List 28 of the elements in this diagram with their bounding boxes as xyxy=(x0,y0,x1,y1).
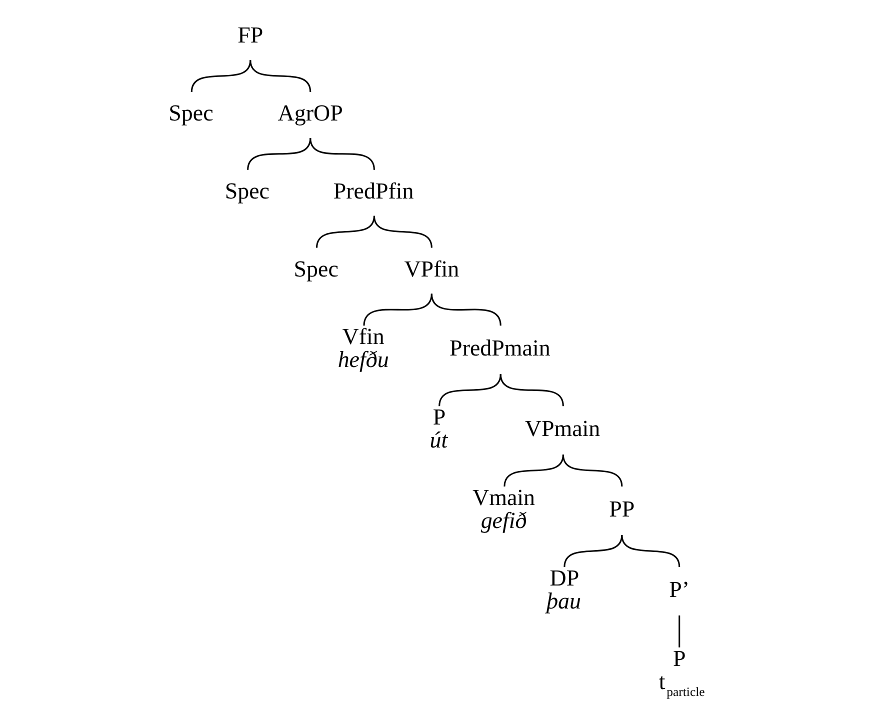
node-text: VPfin xyxy=(404,256,460,281)
connector xyxy=(500,374,564,406)
node-text: PP xyxy=(609,496,635,521)
node-text: DP þau xyxy=(546,564,582,613)
node-text: VPmain xyxy=(524,415,600,440)
node-text: Spec xyxy=(294,256,338,281)
connector xyxy=(621,534,680,567)
connector xyxy=(373,215,432,248)
connector xyxy=(562,454,623,486)
node-text: P’ xyxy=(669,576,690,602)
connector xyxy=(430,293,502,326)
node-text: Vmain gefið xyxy=(472,484,536,532)
node-text: FP xyxy=(238,22,264,48)
node-text: P út xyxy=(430,404,448,452)
connector xyxy=(190,59,252,92)
node-text: Spec xyxy=(168,100,214,126)
node-text: Vfin hefðu xyxy=(338,324,389,372)
connector xyxy=(310,137,375,170)
connector xyxy=(678,614,680,647)
connector xyxy=(564,534,623,567)
node-text: PredPmain xyxy=(450,335,550,360)
node-text: Spec xyxy=(224,178,270,203)
connector xyxy=(363,293,432,326)
connector xyxy=(438,374,502,406)
connector xyxy=(250,59,312,92)
node-text: PredPfin xyxy=(333,178,414,203)
node-text: AgrOP xyxy=(278,100,343,126)
node-text: P t$_{particle}$ xyxy=(658,645,705,698)
